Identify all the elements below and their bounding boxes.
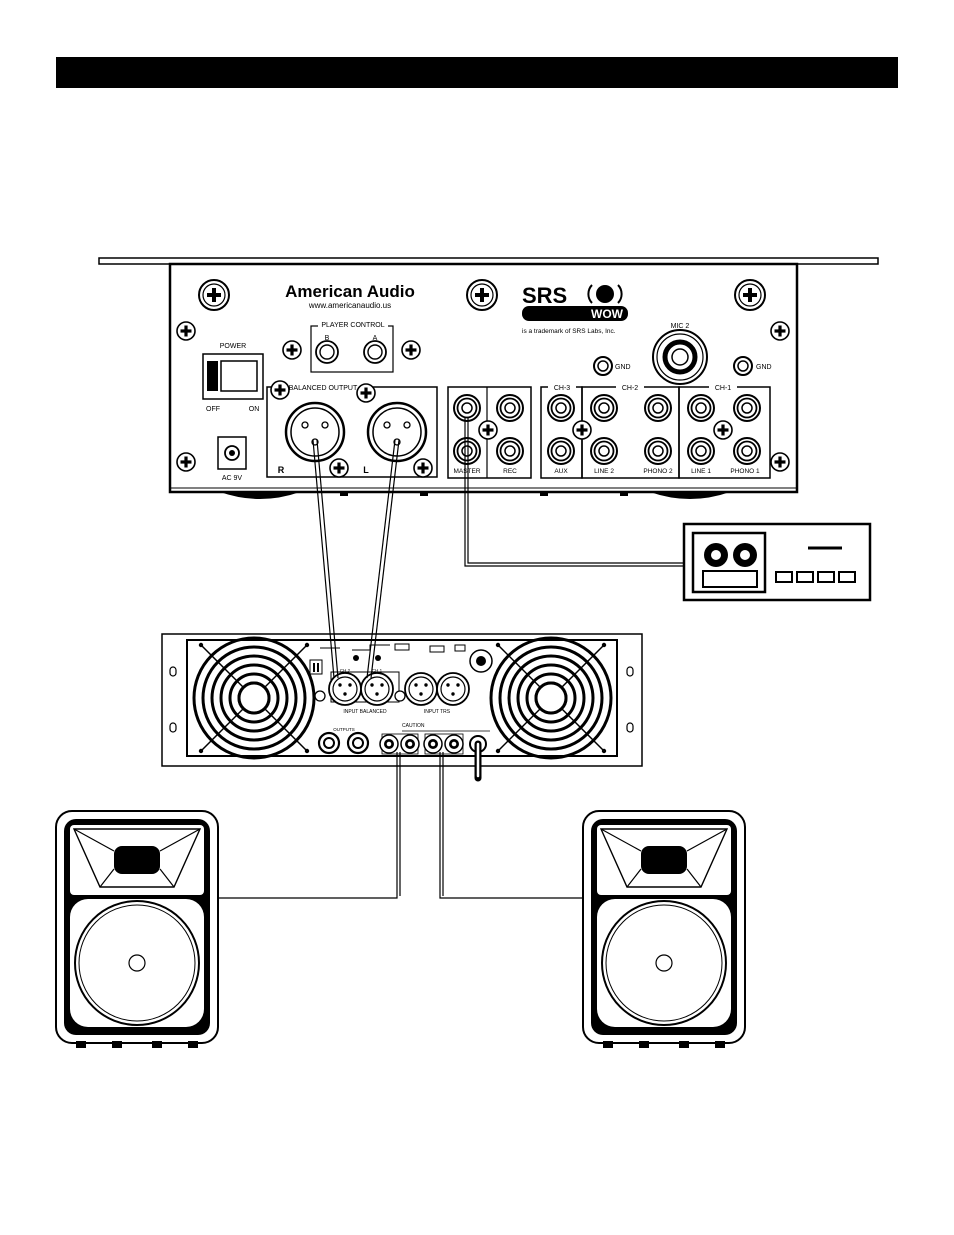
power-off-label: OFF (206, 406, 220, 413)
player-b-jack (316, 341, 338, 363)
amp-ch1-label: CH 1 (372, 668, 383, 673)
amp-outputs-label: OUTPUTS (333, 727, 355, 732)
brand-url: www.americanaudio.us (308, 301, 391, 310)
xlr-output-r (286, 403, 344, 461)
gnd-label-left: GND (615, 364, 631, 371)
phono2-label: PHONO 2 (643, 468, 673, 475)
amp-input-balanced-label: INPUT BALANCED (343, 709, 387, 715)
amp-caution-label: CAUTION (402, 723, 425, 729)
phono1-jack-bottom (734, 438, 760, 464)
gnd-label-right: GND (756, 364, 772, 371)
player-a-jack (364, 341, 386, 363)
line1-label: LINE 1 (691, 468, 711, 475)
master-label: MASTER (453, 468, 480, 475)
speaker-right (583, 811, 745, 1048)
rec-jack-top (497, 395, 523, 421)
amp-input-trs-label: INPUT TRS (424, 709, 451, 715)
line2-jack-top (591, 395, 617, 421)
fan-right (491, 638, 611, 758)
aux-jack-top (548, 395, 574, 421)
amp-trs-input-ch2 (405, 673, 437, 705)
ch3-label: CH-3 (554, 385, 570, 392)
srs-trademark: is a trademark of SRS Labs, Inc. (522, 328, 616, 335)
recorder-device (684, 524, 870, 600)
cable-amp-to-speaker-left (218, 752, 397, 898)
amp-binding-post-ch2-red (401, 735, 419, 753)
speaker-left (56, 811, 218, 1048)
aux-jack-bottom (548, 438, 574, 464)
ch2-label: CH-2 (622, 385, 638, 392)
output-r-label: R (278, 465, 285, 475)
line2-label: LINE 2 (594, 468, 614, 475)
line1-jack-bottom (688, 438, 714, 464)
ch1-label: CH-1 (715, 385, 731, 392)
master-jack-bottom (454, 438, 480, 464)
master-jack-top (454, 395, 480, 421)
balanced-output-label: BALANCED OUTPUT (289, 385, 358, 392)
srs-logo-text: SRS (522, 283, 567, 308)
rec-label: REC (503, 468, 517, 475)
amp-binding-post-ch1-black (445, 735, 463, 753)
fan-left (194, 638, 314, 758)
amplifier-rear-panel: INPUT BALANCED CH 2 CH 1 INPUT TRS OUTPU… (162, 634, 642, 778)
ac-power-jack: AC 9V (218, 437, 246, 482)
amp-ch2-label: CH 2 (340, 668, 351, 673)
ac-label: AC 9V (222, 475, 243, 482)
player-control-label: PLAYER CONTROL (321, 322, 384, 329)
line2-jack-bottom (591, 438, 617, 464)
phono2-jack-bottom (645, 438, 671, 464)
phono1-label: PHONO 1 (730, 468, 760, 475)
amp-binding-post-ch1-red (424, 735, 442, 753)
power-label: POWER (220, 343, 246, 350)
phono2-jack-top (645, 395, 671, 421)
amp-trs-input-ch1 (437, 673, 469, 705)
line1-jack-top (688, 395, 714, 421)
power-on-label: ON (249, 406, 260, 413)
output-l-label: L (363, 465, 369, 475)
brand-logo: American Audio (285, 282, 415, 301)
phono1-jack-top (734, 395, 760, 421)
mic2-label: MIC 2 (671, 323, 690, 330)
cable-amp-to-speaker-right (440, 752, 583, 898)
rec-jack-bottom (497, 438, 523, 464)
amp-binding-post-ch2-black (380, 735, 398, 753)
srs-wow-text: WOW (591, 307, 624, 321)
aux-label: AUX (554, 468, 568, 475)
amp-xlr-input-ch1 (361, 673, 393, 705)
